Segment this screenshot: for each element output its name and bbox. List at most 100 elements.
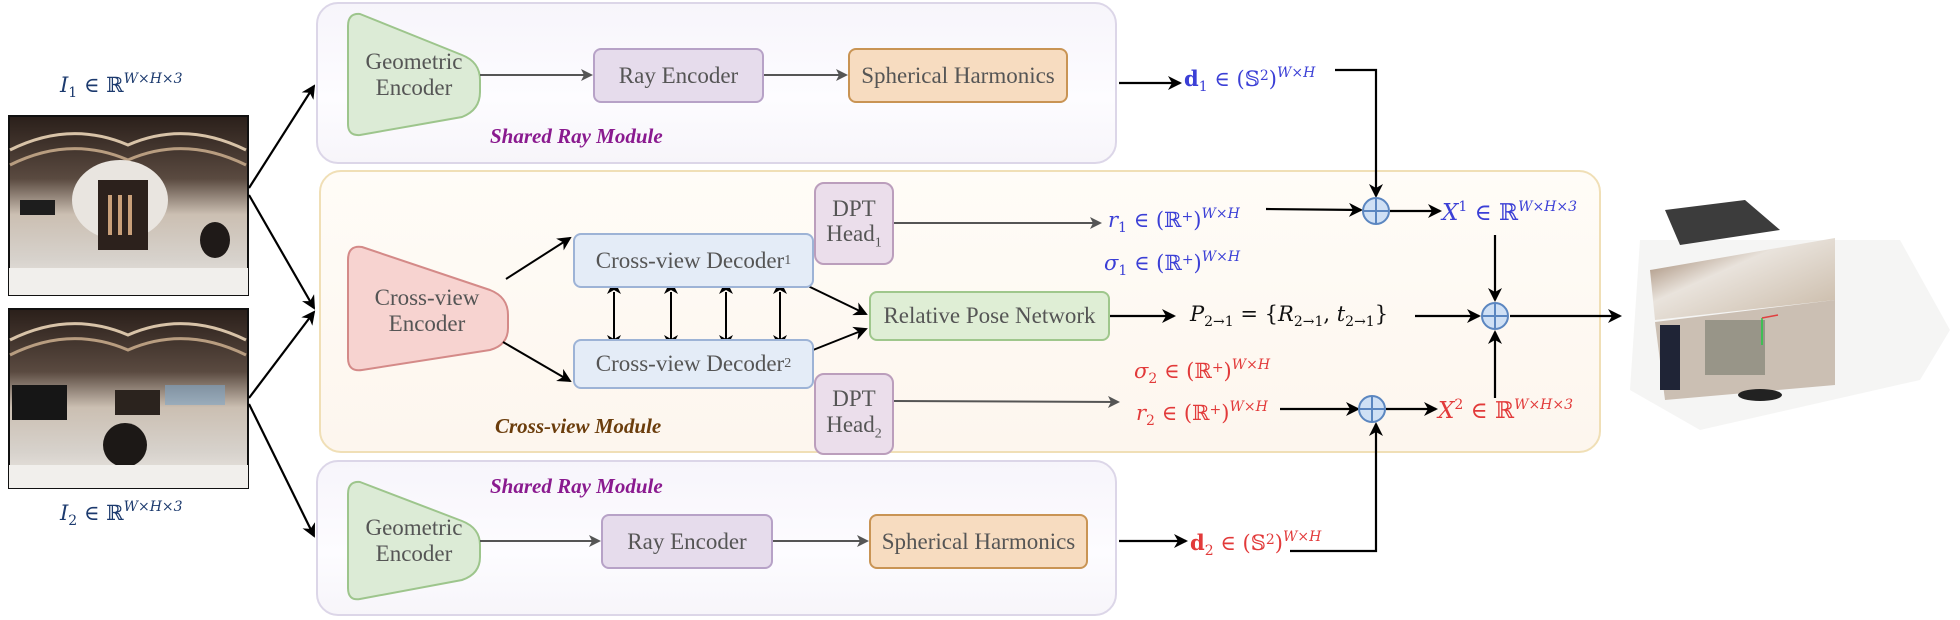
input-image2-label: I2 ∈ ℝW×H×3 (60, 500, 183, 528)
label-var: I (60, 73, 69, 97)
pose-sep: , (1323, 302, 1337, 326)
top-geometric-encoder-shape (347, 12, 481, 137)
X2-rel: ∈ ℝ (1463, 398, 1515, 424)
pose-network-label: Relative Pose Network (883, 303, 1096, 329)
encoder-line1: Geometric (365, 48, 463, 74)
r1-var: r (1108, 208, 1119, 232)
d1-rel: ∈ (𝕊 (1207, 67, 1260, 91)
decoder2-label: Cross-view Decoder (595, 351, 785, 377)
decoder2-sub: 2 (784, 356, 792, 372)
spherical-harmonics-label: Spherical Harmonics (881, 528, 1076, 554)
r1-label: r1 ∈ (ℝ+)W×H (1108, 207, 1240, 235)
d1-exp: 2 (1259, 68, 1269, 84)
cross-view-encoder[interactable]: Cross-view Encoder (352, 276, 502, 346)
sigma1-exp: + (1181, 252, 1194, 268)
sigma2-rel: ∈ (ℝ (1157, 359, 1212, 383)
sigma2-sup: W×H (1231, 357, 1271, 373)
arrow-d2-to-sum2 (1290, 422, 1383, 553)
d1-close: ) (1268, 67, 1277, 91)
top-geometric-encoder[interactable]: Geometric Encoder (350, 40, 478, 110)
encoder-line1: Geometric (365, 514, 463, 540)
d1-sub: 1 (1198, 79, 1208, 95)
label-sub: 2 (68, 513, 78, 529)
sigma1-var: σ (1104, 251, 1119, 275)
r2-rel: ∈ (ℝ (1154, 401, 1210, 425)
label-var: I (60, 501, 69, 525)
X2-sup: W×H×3 (1514, 397, 1574, 413)
relative-pose-network-box[interactable]: Relative Pose Network (869, 291, 1110, 341)
d1-var: d (1184, 66, 1199, 91)
bottom-spherical-harmonics-box[interactable]: Spherical Harmonics (869, 514, 1088, 569)
d2-sup: W×H (1283, 529, 1322, 545)
r2-exp: + (1209, 402, 1222, 418)
encoder-line2: Encoder (375, 75, 453, 100)
dpt2-line2: Head (826, 411, 875, 437)
sigma2-var: σ (1134, 359, 1149, 383)
arrow-dpt2-to-r2 (893, 395, 1120, 408)
label-rel: ∈ ℝ (77, 73, 124, 97)
sigma1-sub: 1 (1118, 263, 1128, 279)
arrow-encoder-to-decoder1 (505, 236, 572, 280)
X1-var: X (1442, 200, 1459, 226)
arrow-img1-to-top (248, 84, 316, 189)
sigma1-sup: W×H (1201, 249, 1241, 265)
dpt2-sub: 2 (874, 426, 882, 442)
sum-node-view1 (1362, 197, 1390, 225)
point-cloud-reconstruction (1630, 200, 1950, 430)
pose-t: t (1336, 302, 1346, 326)
r1-sup: W×H (1201, 206, 1240, 222)
X1-sup: W×H×3 (1518, 199, 1578, 215)
arrow-img1-to-cross (248, 194, 315, 310)
top-ray-encoder-box[interactable]: Ray Encoder (593, 48, 764, 103)
sigma2-exp: + (1211, 360, 1224, 376)
bottom-geometric-encoder[interactable]: Geometric Encoder (350, 506, 478, 576)
dpt2-line1: DPT (832, 386, 876, 412)
bottom-module-title: Shared Ray Module (490, 474, 663, 498)
dpt-head1-box[interactable]: DPT Head1 (814, 182, 894, 265)
input-image1-label: I1 ∈ ℝW×H×3 (60, 72, 183, 100)
arrow-decoder2-to-pose (807, 326, 868, 353)
sum-node-view2 (1358, 395, 1386, 423)
dpt1-sub: 1 (874, 235, 882, 251)
r1-close: ) (1193, 208, 1202, 232)
decoder1-sub: 1 (784, 252, 792, 268)
bottom-ray-encoder-box[interactable]: Ray Encoder (601, 514, 773, 569)
r2-var: r (1136, 401, 1147, 425)
sigma2-label: σ2 ∈ (ℝ+)W×H (1134, 358, 1270, 386)
r2-label: r2 ∈ (ℝ+)W×H (1136, 400, 1268, 428)
pose-lhs: P (1190, 302, 1205, 326)
sum-node-final (1481, 302, 1509, 330)
r2-sup: W×H (1229, 399, 1268, 415)
sigma1-close: ) (1193, 251, 1202, 275)
sigma2-close: ) (1223, 359, 1232, 383)
r1-sub: 1 (1118, 220, 1127, 236)
X1-label: X1 ∈ ℝW×H×3 (1442, 200, 1577, 225)
spherical-harmonics-label: Spherical Harmonics (861, 62, 1055, 88)
X1-rel: ∈ ℝ (1467, 200, 1519, 226)
decoder-cross-attention-arrows (607, 280, 787, 349)
sigma2-sub: 2 (1148, 371, 1158, 387)
r2-close: ) (1221, 401, 1230, 425)
top-spherical-harmonics-box[interactable]: Spherical Harmonics (848, 48, 1068, 103)
r1-exp: + (1181, 209, 1194, 225)
pose-eq: = { (1233, 302, 1278, 326)
panorama-image-2 (8, 308, 249, 489)
X2-exp: 2 (1454, 397, 1464, 413)
arrow-d1-to-sum1 (1335, 68, 1383, 198)
X1-exp: 1 (1458, 199, 1468, 215)
arrow-img2-to-cross (248, 310, 316, 399)
X2-var: X (1438, 398, 1455, 424)
encoder-line1: Cross-view (374, 284, 480, 310)
r1-rel: ∈ (ℝ (1126, 208, 1182, 232)
pose-close: } (1374, 302, 1389, 326)
d2-var: d (1190, 530, 1205, 555)
d1-label: d1 ∈ (𝕊2)W×H (1184, 66, 1315, 94)
arrow-decoder1-to-pose (807, 285, 868, 316)
d2-label: d2 ∈ (𝕊2)W×H (1190, 530, 1321, 558)
encoder-line2: Encoder (375, 541, 453, 566)
pose-t-sub: 2→1 (1345, 314, 1375, 330)
dpt-head2-box[interactable]: DPT Head2 (814, 373, 894, 455)
top-module-title: Shared Ray Module (490, 124, 663, 148)
